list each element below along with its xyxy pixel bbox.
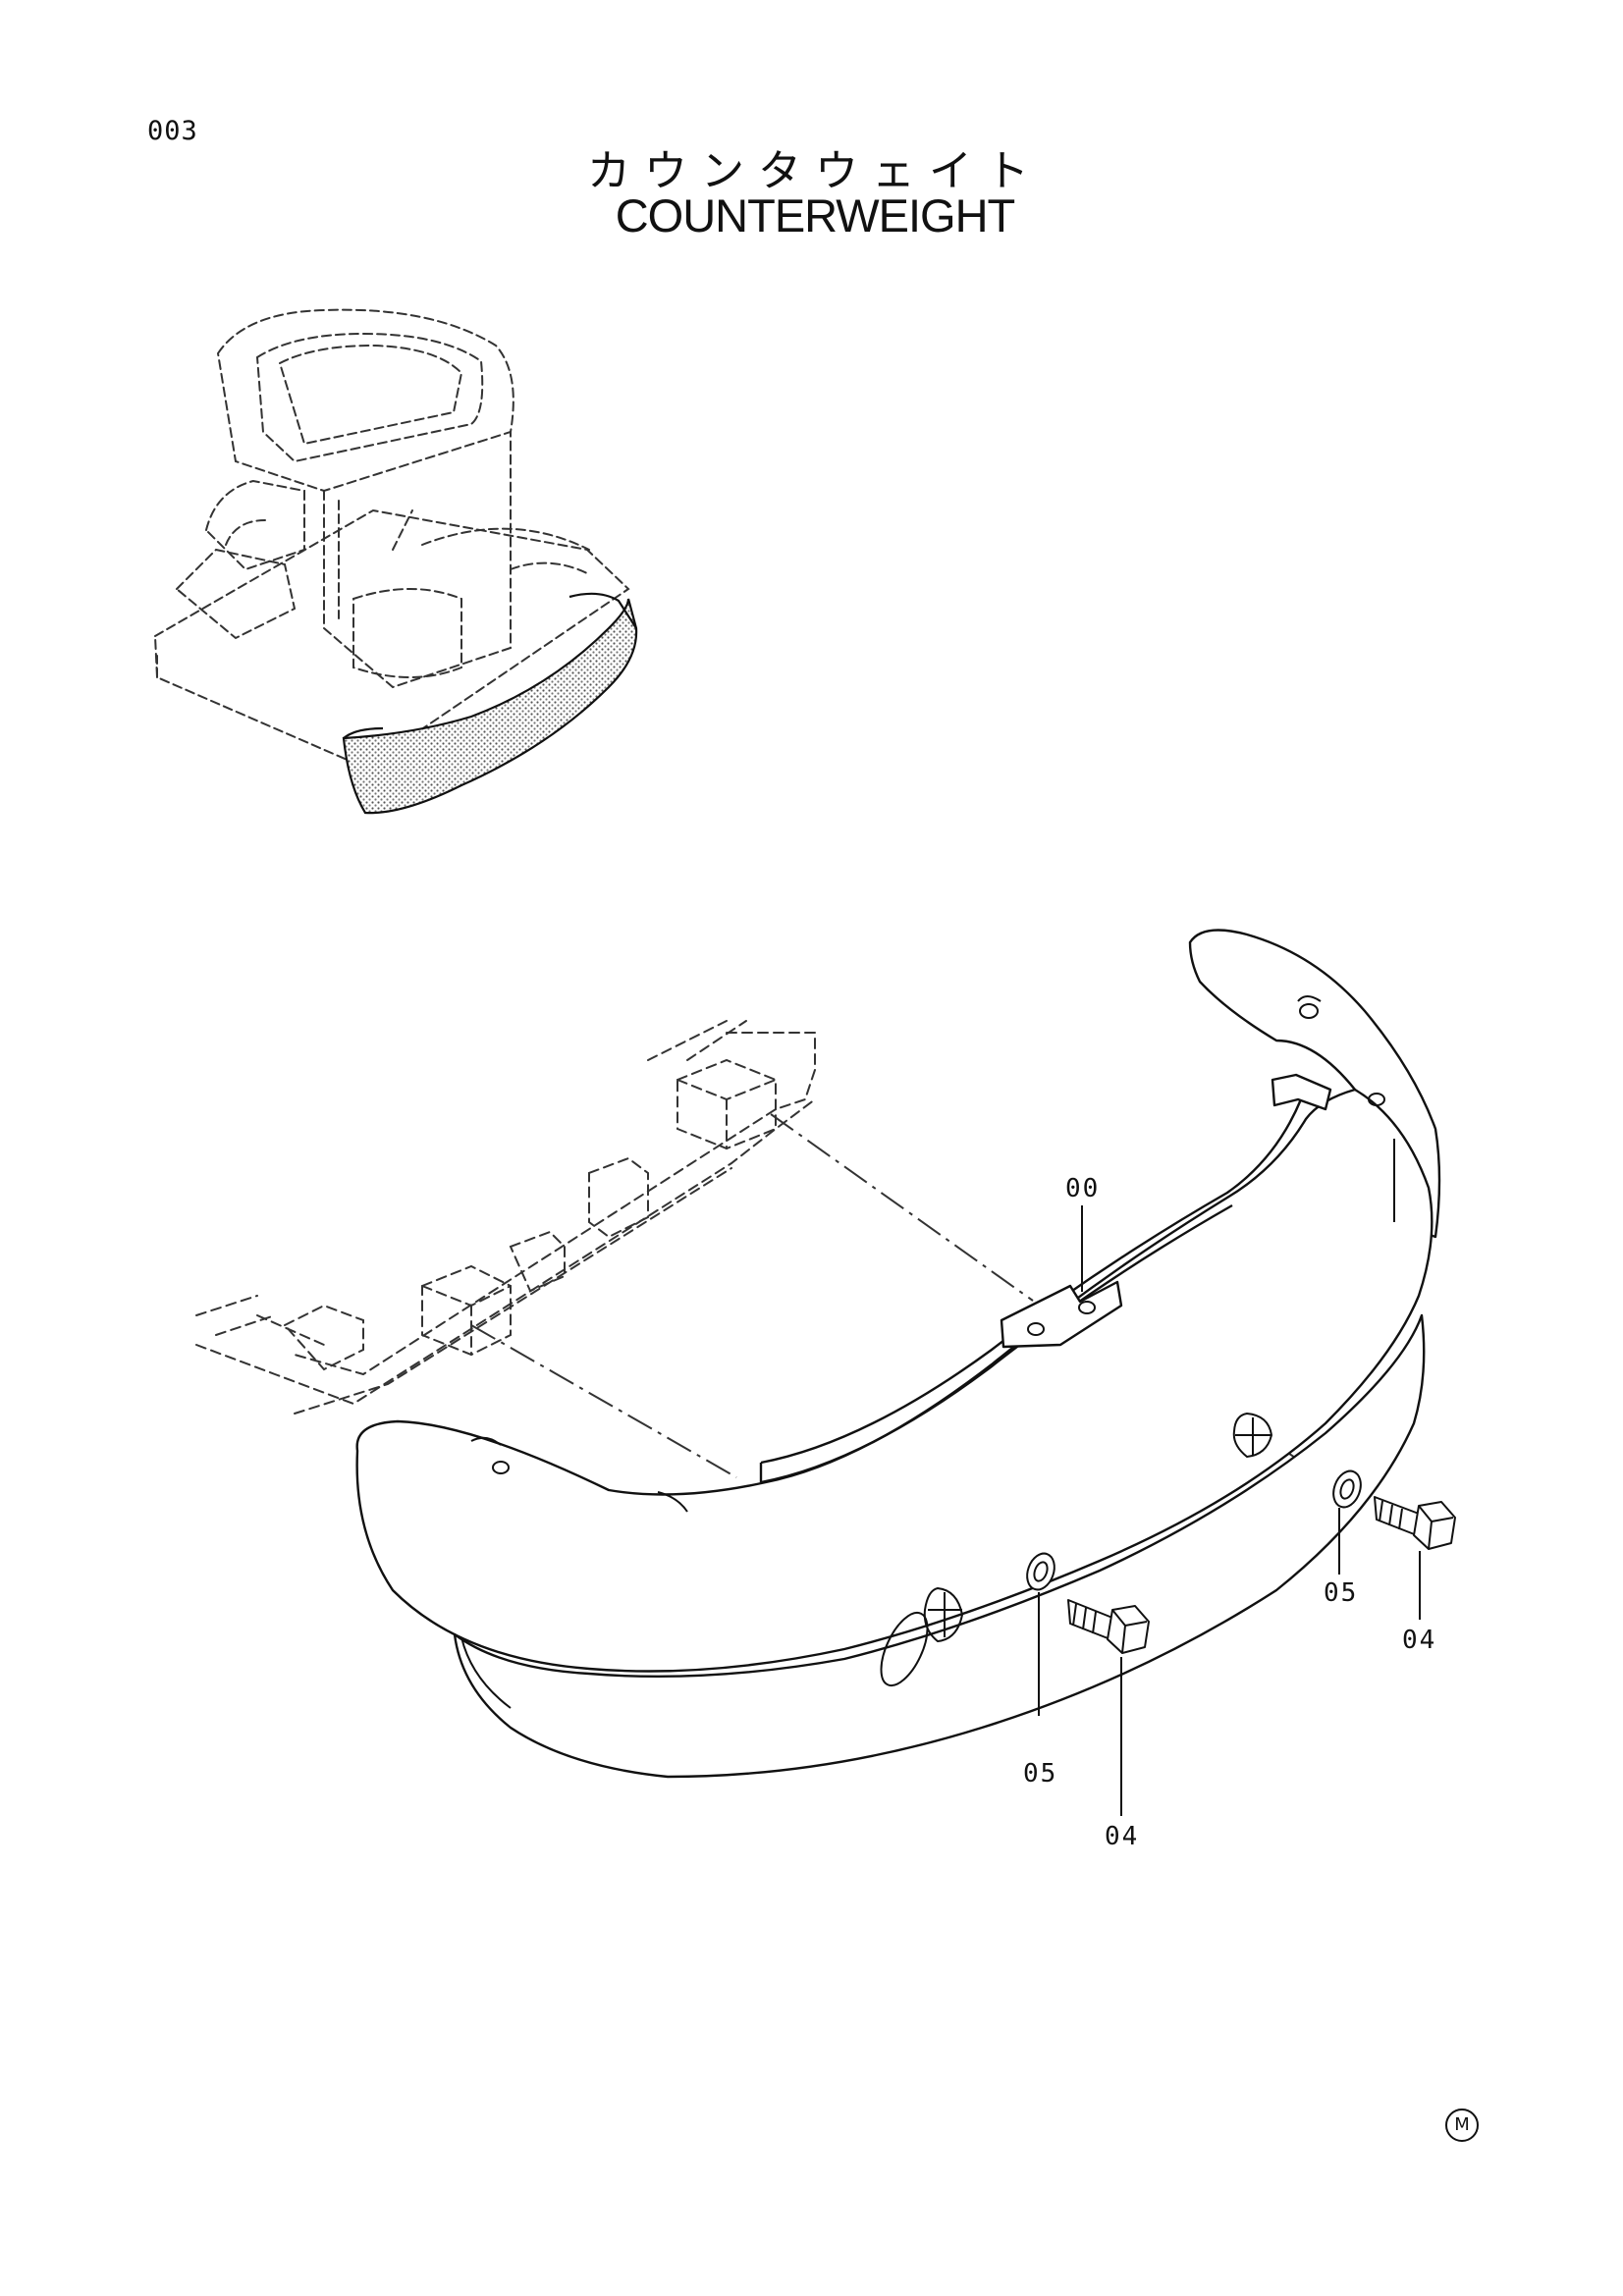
- washer-left: [1026, 1552, 1055, 1591]
- callout-washer-right: 05: [1324, 1578, 1359, 1608]
- counterweight-details: [460, 995, 1395, 1709]
- callout-bolt-right: 04: [1402, 1626, 1437, 1655]
- counterweight-body: [355, 929, 1441, 1779]
- callout-counterweight: 00: [1065, 1174, 1101, 1203]
- callout-bolt-left: 04: [1105, 1822, 1140, 1851]
- overview-counterweight-highlight: [342, 592, 638, 815]
- callout-leaders: [1038, 1205, 1421, 1816]
- callout-washer-left: 05: [1023, 1759, 1058, 1789]
- machine-frame-outline: [195, 1020, 816, 1415]
- bolt-left: [1067, 1599, 1150, 1654]
- manufacturer-mark: M: [1445, 2109, 1479, 2142]
- bolt-right: [1374, 1496, 1456, 1550]
- page-title-japanese: カウンタウェイト: [587, 146, 1043, 196]
- page-title-english: COUNTERWEIGHT: [615, 189, 1016, 241]
- machine-overview-illustration: [153, 308, 630, 770]
- washer-right: [1332, 1469, 1362, 1509]
- page-number: 003: [147, 116, 198, 146]
